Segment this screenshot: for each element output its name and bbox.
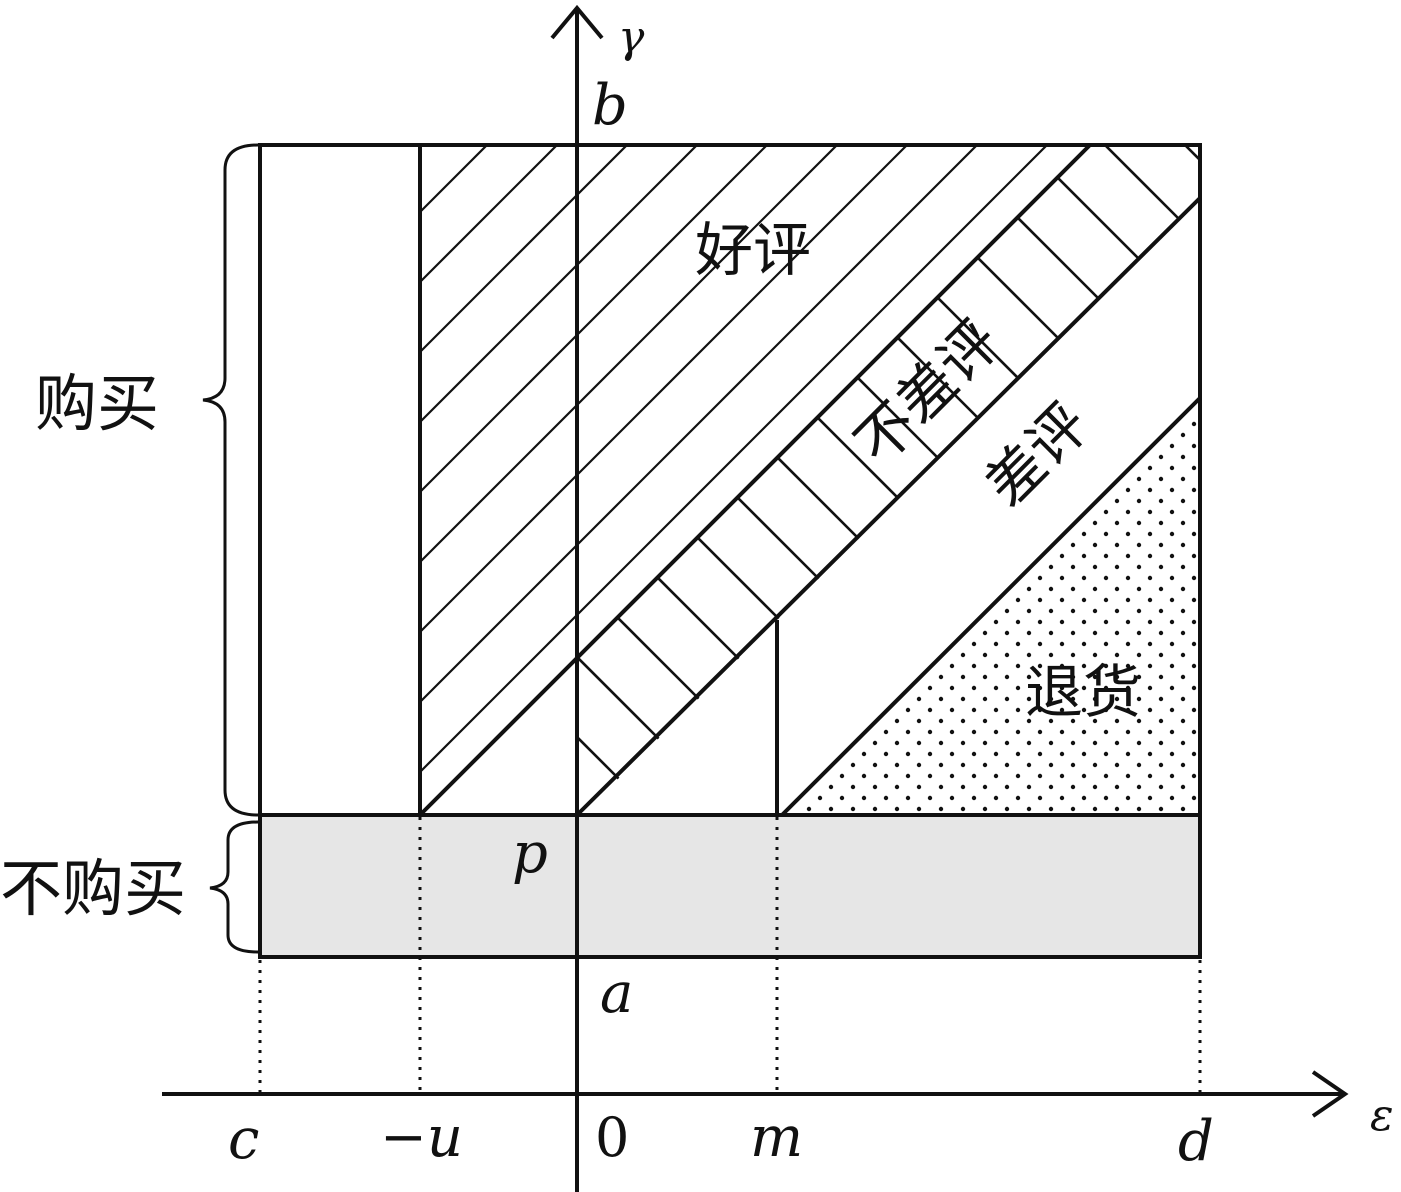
x-tick-zero: 0 (595, 1106, 629, 1169)
not-buy-band (260, 815, 1200, 957)
region-good-review: 好评 (695, 216, 811, 284)
y-axis-label: γ (618, 12, 645, 63)
x-tick-m: m (750, 1105, 803, 1170)
dotted-guides (258, 817, 1202, 1092)
y-axis-arrow-icon (550, 4, 604, 40)
x-tick-c: c (228, 1107, 259, 1172)
y-mark-b: b (592, 73, 628, 138)
x-tick-neg-u: −u (380, 1105, 463, 1170)
good-boundary-line (418, 143, 1092, 817)
return-boundary-line (780, 396, 1202, 817)
y-mark-p: p (512, 821, 548, 886)
x-axis-arrow-icon (1311, 1070, 1349, 1118)
x-tick-d: d (1178, 1109, 1214, 1174)
outer-rect (258, 143, 1202, 959)
y-mark-a: a (600, 961, 633, 1026)
buy-brace-icon (202, 143, 259, 817)
x-axis-label: ε (1370, 1090, 1394, 1141)
region-no-bad-review: 不差评 (842, 307, 1013, 478)
bad-boundary-line (575, 196, 1202, 817)
region-return: 退货 (1025, 658, 1141, 726)
region-bad-review: 差评 (972, 390, 1102, 520)
bracket-not-buy-label: 不购买 (0, 852, 186, 925)
not-buy-brace-icon (209, 820, 259, 954)
bracket-buy-label: 购买 (35, 367, 159, 440)
